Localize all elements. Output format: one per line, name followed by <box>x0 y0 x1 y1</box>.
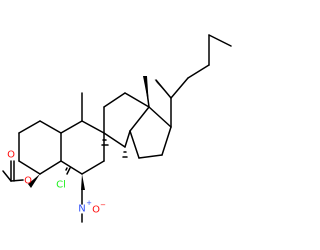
molecular-structure-diagram: O O Cl N + O − <box>2 34 232 223</box>
side-chain-bonds <box>155 34 232 128</box>
ester-oxygen-label: O <box>24 176 32 187</box>
stereo-hash-bonds <box>65 139 128 175</box>
ring-a-bonds <box>18 120 62 175</box>
ester-carbonyl-oxygen-label: O <box>7 150 15 161</box>
nitrogen-positive-charge: + <box>86 199 92 207</box>
ring-b-bonds <box>60 92 105 175</box>
nitro-oxygen-label: O <box>92 205 100 216</box>
molecule-canvas: O O Cl N + O − <box>2 34 232 223</box>
oxygen-negative-charge: − <box>100 201 106 209</box>
nitro-nitrogen-label: N <box>78 204 85 215</box>
ring-d-bonds <box>129 76 172 159</box>
acetate-bonds <box>2 160 24 182</box>
stereo-wedge-bonds <box>28 76 171 190</box>
chlorine-label: Cl <box>56 180 66 191</box>
ring-c-bonds <box>103 92 150 148</box>
